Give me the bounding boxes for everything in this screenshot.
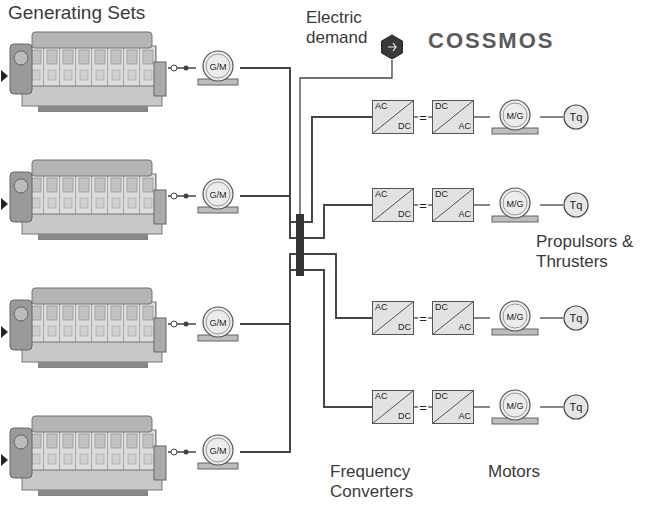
diagram-heading: Generating Sets bbox=[8, 2, 145, 25]
motor-symbol: M/G bbox=[490, 187, 540, 223]
node-text: DC bbox=[435, 392, 448, 402]
generating-set-1 bbox=[1, 32, 196, 112]
node-text: DC bbox=[435, 303, 448, 313]
node-text: DC bbox=[398, 122, 411, 132]
torque-circle: Tq bbox=[563, 305, 589, 331]
power-wire bbox=[240, 254, 372, 407]
torque-circle: Tq bbox=[563, 192, 589, 218]
demand-symbol bbox=[388, 43, 396, 51]
dc-link-label: = bbox=[418, 401, 428, 414]
inverter-box: DC AC bbox=[432, 301, 474, 335]
node-text: M/G bbox=[507, 402, 524, 412]
rectifier-box: AC DC bbox=[372, 390, 414, 424]
power-wire bbox=[540, 317, 563, 318]
generator-symbol: G/M bbox=[196, 50, 240, 86]
dc-link-label: = bbox=[418, 111, 428, 124]
node-text: M/G bbox=[507, 112, 524, 122]
torque-circle: Tq bbox=[563, 104, 589, 130]
generating-set-4 bbox=[1, 416, 196, 496]
generating-set-2 bbox=[1, 160, 196, 240]
dc-link-label: = bbox=[418, 312, 428, 325]
rectifier-box: AC DC bbox=[372, 100, 414, 134]
power-wire bbox=[240, 196, 372, 407]
inverter-box: DC AC bbox=[432, 188, 474, 222]
node-text: AC bbox=[458, 323, 471, 333]
demand-label: Electric demand bbox=[306, 8, 378, 49]
rectifier-box: AC DC bbox=[372, 301, 414, 335]
node-text: G/M bbox=[210, 191, 227, 201]
power-wire bbox=[240, 68, 372, 222]
bus-bar bbox=[296, 214, 304, 276]
power-wire bbox=[474, 317, 490, 318]
propulsor-label: Propulsors & Thrusters bbox=[536, 232, 660, 273]
power-wire bbox=[240, 117, 372, 324]
node-text: AC bbox=[375, 102, 388, 112]
node-text: DC bbox=[398, 323, 411, 333]
node-text: M/G bbox=[507, 313, 524, 323]
power-wire bbox=[240, 205, 372, 452]
motor-symbol: M/G bbox=[490, 389, 540, 425]
generator-symbol: G/M bbox=[196, 434, 240, 470]
converter-label: Frequency Converters bbox=[330, 462, 430, 503]
generator-symbol: G/M bbox=[196, 306, 240, 342]
power-wire bbox=[240, 196, 372, 318]
node-text: DC bbox=[398, 210, 411, 220]
demand-wire bbox=[300, 60, 392, 214]
power-wire bbox=[240, 117, 372, 452]
node-text: Tq bbox=[570, 401, 583, 413]
node-text: DC bbox=[398, 412, 411, 422]
node-text: AC bbox=[375, 303, 388, 313]
power-wire bbox=[474, 204, 490, 205]
generating-set-3 bbox=[1, 288, 196, 368]
power-wire bbox=[240, 254, 372, 324]
logo-text: COSSMOS bbox=[428, 28, 554, 54]
torque-circle: Tq bbox=[563, 394, 589, 420]
power-wire bbox=[240, 254, 372, 452]
power-wire bbox=[240, 196, 372, 238]
node-text: Tq bbox=[570, 199, 583, 211]
inverter-box: DC AC bbox=[432, 100, 474, 134]
inverter-box: DC AC bbox=[432, 390, 474, 424]
node-text: Tq bbox=[570, 111, 583, 123]
power-wire bbox=[240, 68, 372, 238]
node-text: AC bbox=[458, 122, 471, 132]
motor-symbol: M/G bbox=[490, 99, 540, 135]
node-text: AC bbox=[458, 210, 471, 220]
node-text: AC bbox=[375, 190, 388, 200]
node-text: AC bbox=[458, 412, 471, 422]
power-wire bbox=[240, 68, 372, 318]
node-text: G/M bbox=[210, 447, 227, 457]
power-wire bbox=[540, 406, 563, 407]
demand-hexagon bbox=[382, 35, 403, 59]
generator-symbol: G/M bbox=[196, 178, 240, 214]
dc-link-label: = bbox=[418, 199, 428, 212]
motor-label: Motors bbox=[488, 462, 540, 482]
node-text: AC bbox=[375, 392, 388, 402]
node-text: G/M bbox=[210, 63, 227, 73]
power-wire bbox=[474, 116, 490, 117]
power-wire bbox=[540, 116, 563, 117]
power-wire bbox=[540, 204, 563, 205]
node-text: DC bbox=[435, 190, 448, 200]
node-text: DC bbox=[435, 102, 448, 112]
power-wire bbox=[240, 270, 372, 452]
node-text: Tq bbox=[570, 312, 583, 324]
power-wire bbox=[240, 117, 372, 238]
node-text: G/M bbox=[210, 319, 227, 329]
motor-symbol: M/G bbox=[490, 300, 540, 336]
node-text: M/G bbox=[507, 200, 524, 210]
power-wire bbox=[474, 406, 490, 407]
rectifier-box: AC DC bbox=[372, 188, 414, 222]
power-wire bbox=[240, 205, 372, 324]
